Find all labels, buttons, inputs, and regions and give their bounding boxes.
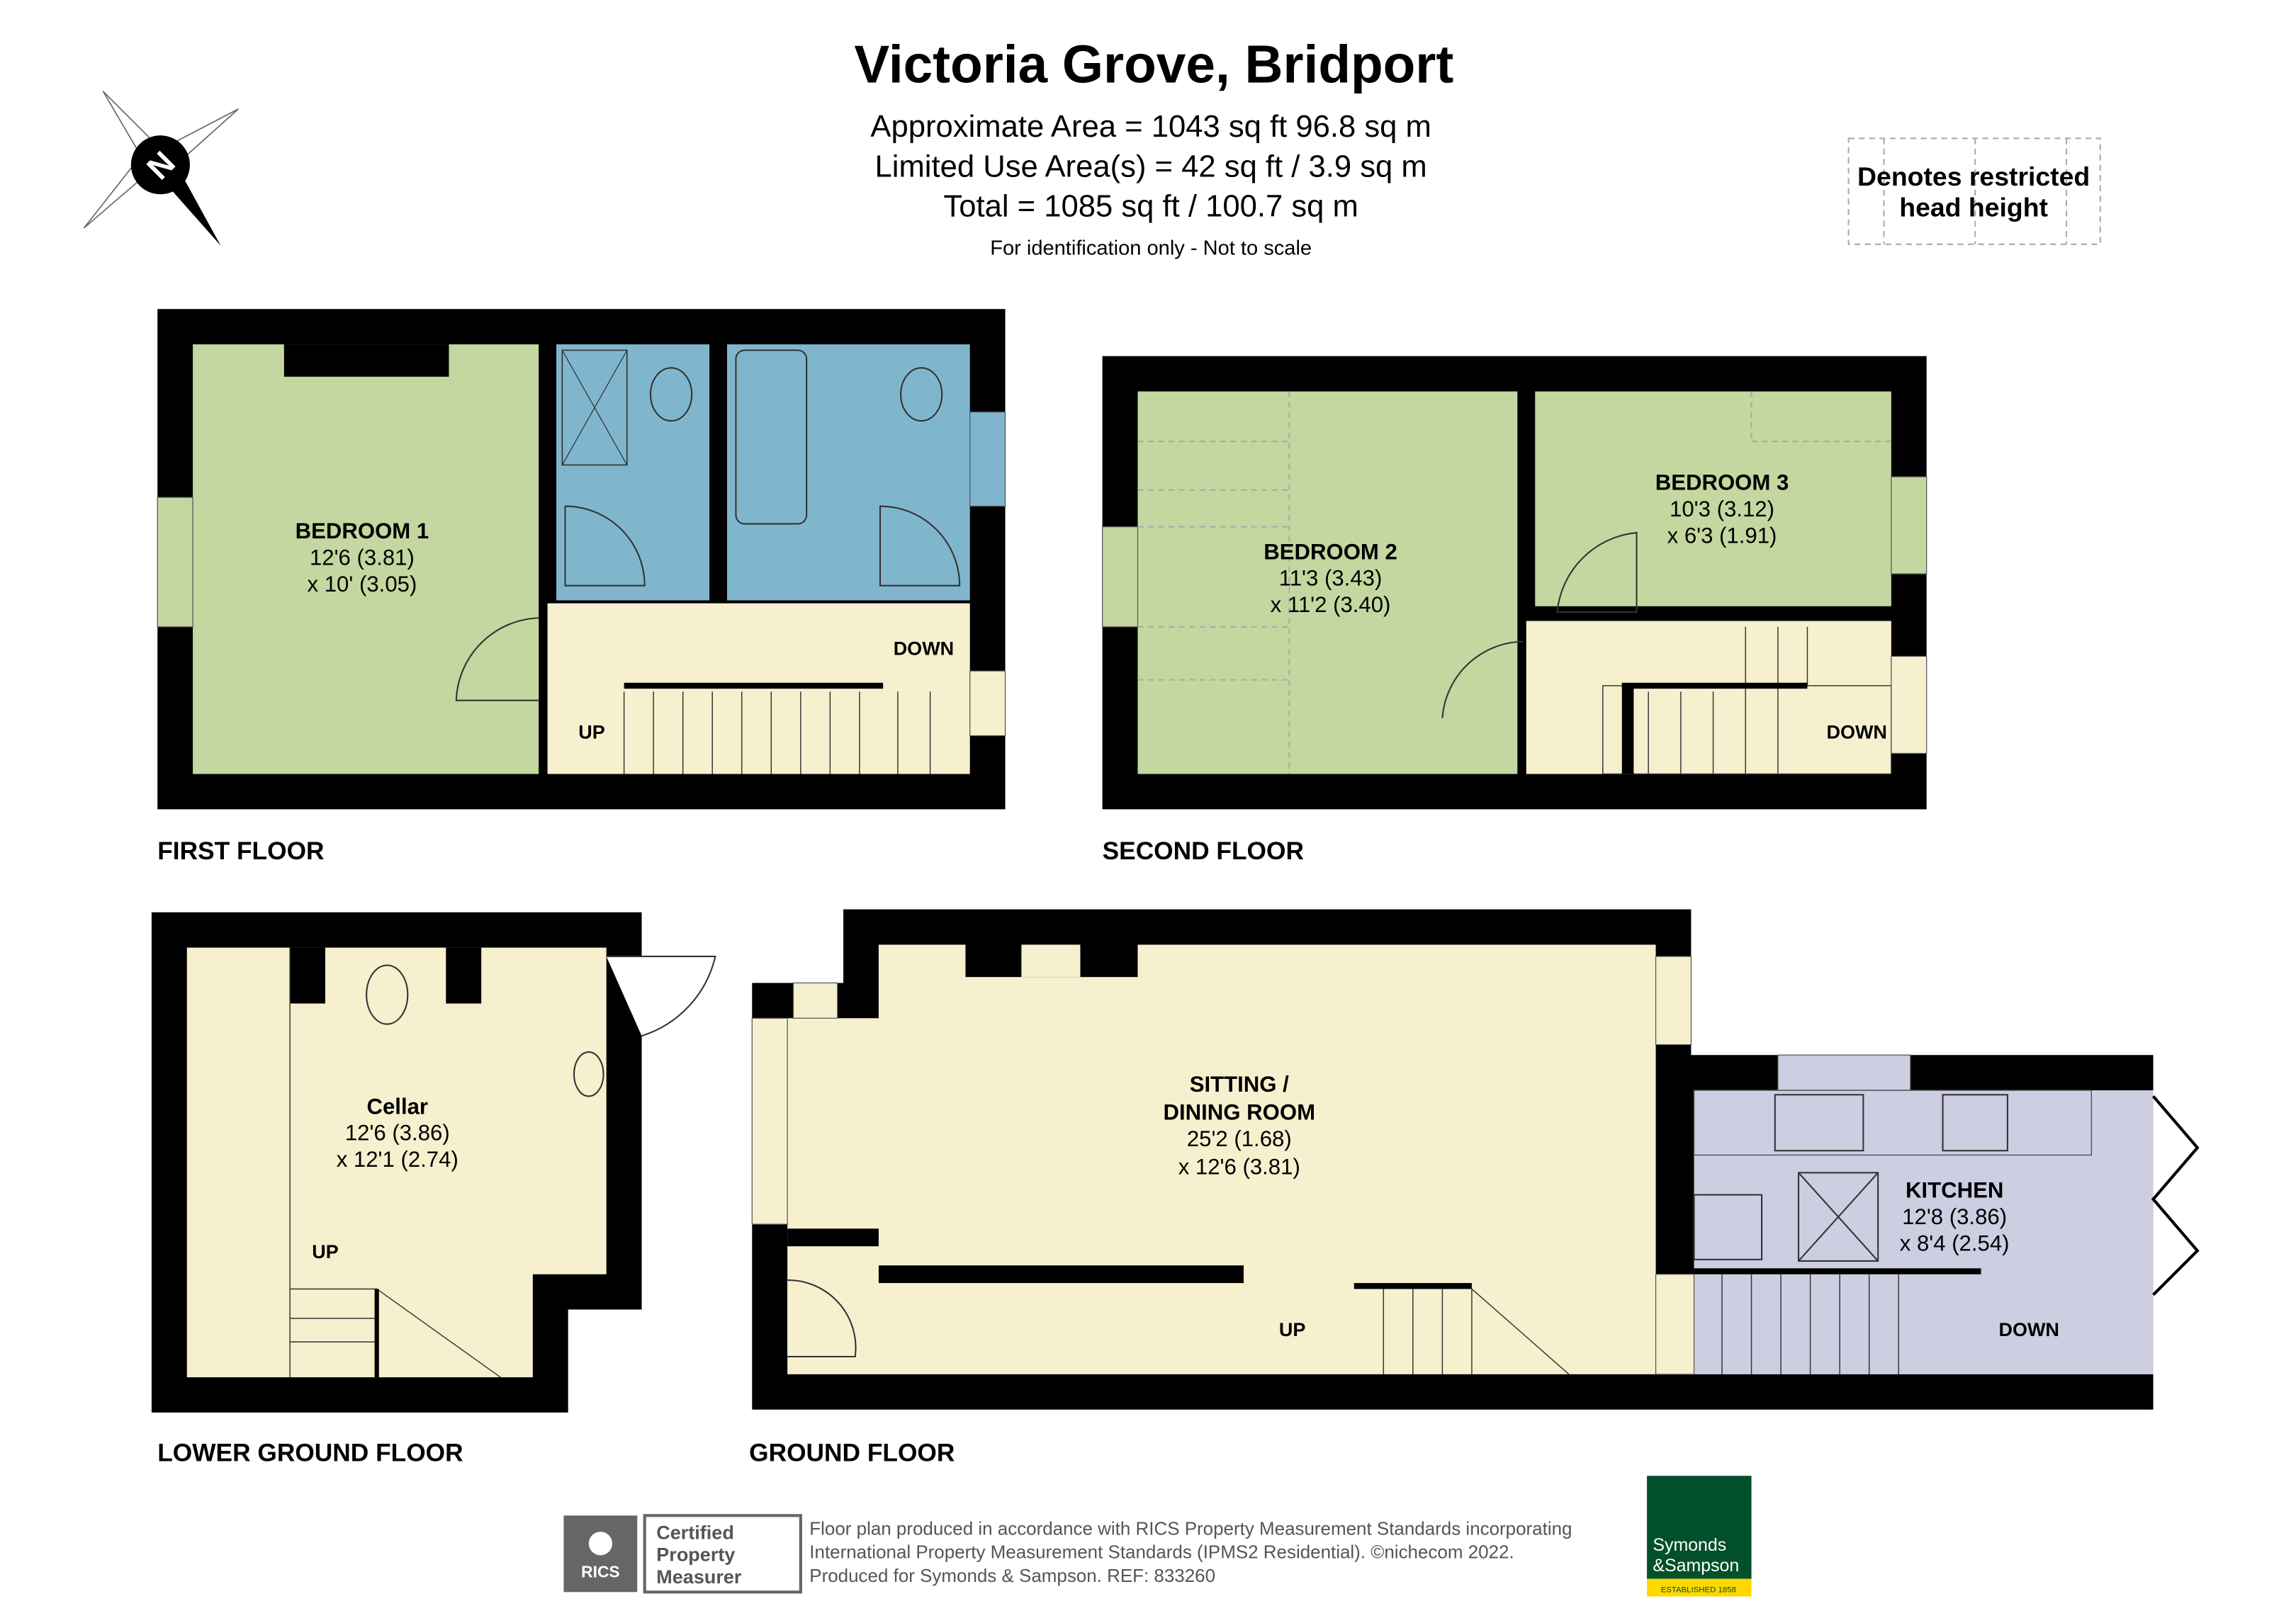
symonds-sampson-logo: Symonds &Sampson ESTABLISHED 1858 (1647, 1476, 1752, 1597)
ground-floor-plan: SITTING / DINING ROOM 25'2 (1.68) x 12'6… (751, 909, 2200, 1410)
ground-floor-label: GROUND FLOOR (749, 1439, 955, 1466)
restricted-height-legend: Denotes restricted head height (1847, 137, 2101, 245)
legend-line2: head height (1899, 192, 2048, 222)
bedroom-2-dim1: 11'3 (3.43) (1279, 566, 1383, 591)
stairs-down-label: DOWN (894, 638, 954, 659)
second-floor-label: SECOND FLOOR (1103, 837, 1304, 865)
cellar-label: Cellar (366, 1094, 428, 1119)
cellar (186, 947, 607, 1378)
bedroom-3-dim2: x 6'3 (1.91) (1667, 523, 1777, 548)
rics-text: RICS (581, 1563, 620, 1581)
kitchen-label: KITCHEN (1906, 1178, 2003, 1203)
lower-ground-floor-plan: Cellar 12'6 (3.86) x 12'1 (2.74) UP (151, 912, 716, 1413)
sitting-room-dim1: 25'2 (1.68) (1187, 1126, 1292, 1151)
bedroom-3-dim1: 10'3 (3.12) (1670, 497, 1774, 521)
bedroom-3-label: BEDROOM 3 (1655, 470, 1789, 495)
footer-line3: Produced for Symonds & Sampson. REF: 833… (809, 1565, 1215, 1586)
bedroom-2-dim2: x 11'2 (3.40) (1271, 592, 1391, 617)
sitting-room-label: SITTING / (1190, 1072, 1289, 1097)
brand-line1: Symonds (1653, 1535, 1726, 1555)
total-area: Total = 1085 sq ft / 100.7 sq m (943, 189, 1358, 223)
second-floor-plan: BEDROOM 2 11'3 (3.43) x 11'2 (3.40) BEDR… (1101, 356, 1928, 810)
bedroom-3 (1535, 391, 1891, 606)
approx-area: Approximate Area = 1043 sq ft 96.8 sq m (870, 110, 1431, 144)
sitting-room-dim2: x 12'6 (3.81) (1178, 1154, 1300, 1179)
footer-line1: Floor plan produced in accordance with R… (809, 1517, 1572, 1539)
stairs-up-label: UP (1279, 1319, 1306, 1340)
first-floor-plan: BEDROOM 1 12'6 (3.81) x 10' (3.05) UP DO… (157, 309, 1006, 810)
stairs-up-label: UP (312, 1241, 339, 1262)
stairs-up-label: UP (578, 722, 605, 743)
rics-logo: RICS Certified Property Measurer (563, 1514, 802, 1594)
cellar-dim1: 12'6 (3.86) (345, 1121, 450, 1146)
stairs-down-label: DOWN (1826, 722, 1886, 743)
bedroom-1-label: BEDROOM 1 (296, 519, 429, 543)
lower-ground-floor-label: LOWER GROUND FLOOR (157, 1439, 463, 1466)
kitchen-dim1: 12'8 (3.86) (1902, 1204, 2007, 1229)
kitchen-dim2: x 8'4 (2.54) (1900, 1231, 2010, 1255)
stairs-down-label: DOWN (1998, 1319, 2059, 1340)
certified-text-1: Certified (656, 1522, 734, 1544)
brand-line2: &Sampson (1653, 1556, 1739, 1576)
dining-room-label: DINING ROOM (1164, 1100, 1316, 1125)
cellar-dim2: x 12'1 (2.74) (337, 1147, 458, 1172)
brand-established: ESTABLISHED 1858 (1661, 1585, 1736, 1594)
page-title: Victoria Grove, Bridport (854, 34, 1453, 94)
bedroom-2-label: BEDROOM 2 (1264, 539, 1397, 564)
first-floor-label: FIRST FLOOR (157, 837, 324, 865)
compass-icon: N (83, 91, 240, 246)
bedroom-2 (1137, 391, 1518, 774)
certified-text-2: Property (656, 1544, 735, 1566)
kitchen (1694, 1090, 2154, 1374)
bedroom-1 (193, 344, 539, 774)
bedroom-1-dim1: 12'6 (3.81) (310, 545, 415, 570)
bedroom-1-dim2: x 10' (3.05) (308, 572, 417, 596)
legend-line1: Denotes restricted (1857, 162, 2090, 191)
limited-use-area: Limited Use Area(s) = 42 sq ft / 3.9 sq … (875, 149, 1427, 183)
certified-text-3: Measurer (656, 1566, 742, 1588)
footer-line2: International Property Measurement Stand… (809, 1542, 1514, 1563)
scale-note: For identification only - Not to scale (990, 237, 1312, 259)
